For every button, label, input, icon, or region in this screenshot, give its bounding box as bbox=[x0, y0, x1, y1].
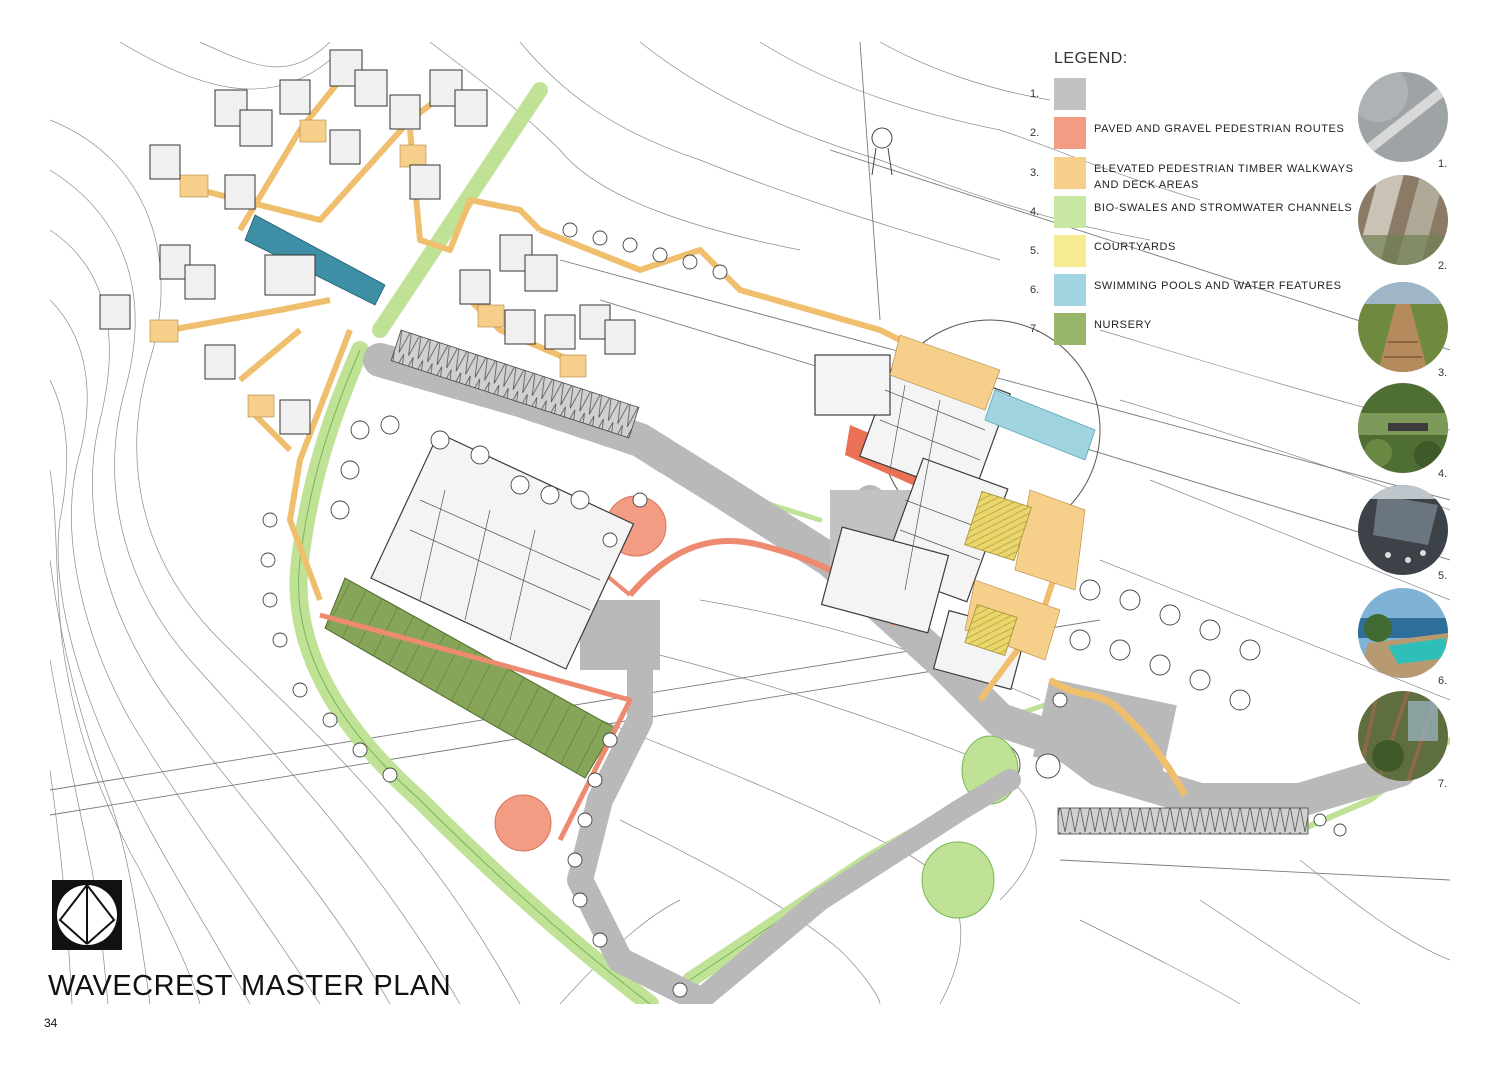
legend-item: 3. ELEVATED PEDESTRIAN TIMBER WALKWAYS AN… bbox=[1030, 157, 1360, 191]
legend-item: 4. BIO-SWALES AND STROMWATER CHANNELS bbox=[1030, 196, 1360, 230]
carport-south bbox=[1057, 807, 1309, 835]
page-title: WAVECREST MASTER PLAN bbox=[48, 970, 452, 1002]
legend-swatch bbox=[1054, 117, 1086, 149]
legend-item-number: 1. bbox=[1030, 88, 1040, 100]
legend-item: 2. PAVED AND GRAVEL PEDESTRIAN ROUTES bbox=[1030, 117, 1360, 151]
gravel-path-photo bbox=[1358, 175, 1448, 265]
courtyard-lower bbox=[964, 603, 1018, 657]
timber-boardwalk-wavy bbox=[1048, 677, 1189, 797]
legend-item-number: 4. bbox=[1030, 206, 1040, 218]
legend-swatch bbox=[1054, 196, 1086, 228]
paving-photo bbox=[1358, 72, 1448, 162]
photo-number: 4. bbox=[1438, 468, 1448, 480]
legend-title: LEGEND: bbox=[1054, 50, 1128, 67]
legend-item: 1. bbox=[1030, 78, 1360, 112]
parking-area bbox=[1032, 678, 1177, 784]
legend-item: 7. NURSERY bbox=[1030, 313, 1360, 347]
legend-item: 5. COURTYARDS bbox=[1030, 235, 1360, 269]
nursery-greenhouse-photo bbox=[1358, 691, 1448, 781]
legend-item-number: 6. bbox=[1030, 284, 1040, 296]
legend-item-number: 5. bbox=[1030, 245, 1040, 257]
bioswale-photo bbox=[1358, 383, 1448, 473]
tree-symbols bbox=[260, 222, 1347, 998]
legend-swatch bbox=[1054, 78, 1086, 110]
timber-boardwalk-photo bbox=[1358, 282, 1448, 372]
legend-item-number: 7. bbox=[1030, 323, 1040, 335]
legend-item: 6. SWIMMING POOLS AND WATER FEATURES bbox=[1030, 274, 1360, 308]
water-tower bbox=[871, 127, 893, 176]
legend-swatch bbox=[1054, 313, 1086, 345]
carport-north bbox=[390, 329, 640, 439]
legend-swatch bbox=[1054, 274, 1086, 306]
legend-item-number: 3. bbox=[1030, 167, 1040, 179]
photo-number: 3. bbox=[1438, 367, 1448, 379]
courtyard-photo bbox=[1358, 485, 1448, 575]
photo-number: 5. bbox=[1438, 570, 1448, 582]
photo-number: 6. bbox=[1438, 675, 1448, 687]
nursery-beds bbox=[324, 577, 616, 779]
legend-item-label: COURTYARDS bbox=[1094, 241, 1176, 253]
legend-swatch bbox=[1054, 235, 1086, 267]
legend-item-label: BIO-SWALES AND STROMWATER CHANNELS bbox=[1094, 202, 1353, 214]
legend-item-label: SWIMMING POOLS AND WATER FEATURES bbox=[1094, 280, 1342, 292]
photo-number: 2. bbox=[1438, 260, 1448, 272]
legend-item-label: ELEVATED PEDESTRIAN TIMBER WALKWAYS AND … bbox=[1094, 163, 1354, 191]
legend-swatch bbox=[1054, 157, 1086, 189]
bioswale-pond-2 bbox=[921, 841, 995, 919]
roundabout bbox=[1035, 753, 1061, 779]
pool-deck bbox=[984, 389, 1096, 461]
legend-item-number: 2. bbox=[1030, 127, 1040, 139]
chalet-clusters bbox=[99, 49, 636, 435]
photo-number: 7. bbox=[1438, 778, 1448, 790]
page-number: 34 bbox=[44, 1016, 58, 1030]
photo-number: 1. bbox=[1438, 158, 1448, 170]
north-arrow-icon bbox=[52, 880, 122, 950]
legend-item-label: PAVED AND GRAVEL PEDESTRIAN ROUTES bbox=[1094, 123, 1345, 135]
courtyard-upper bbox=[964, 490, 1032, 562]
paved-circle-2 bbox=[494, 794, 552, 852]
legend-item-label: NURSERY bbox=[1094, 319, 1152, 331]
parking-area-2 bbox=[580, 600, 660, 670]
swimming-pool-photo bbox=[1358, 588, 1448, 678]
